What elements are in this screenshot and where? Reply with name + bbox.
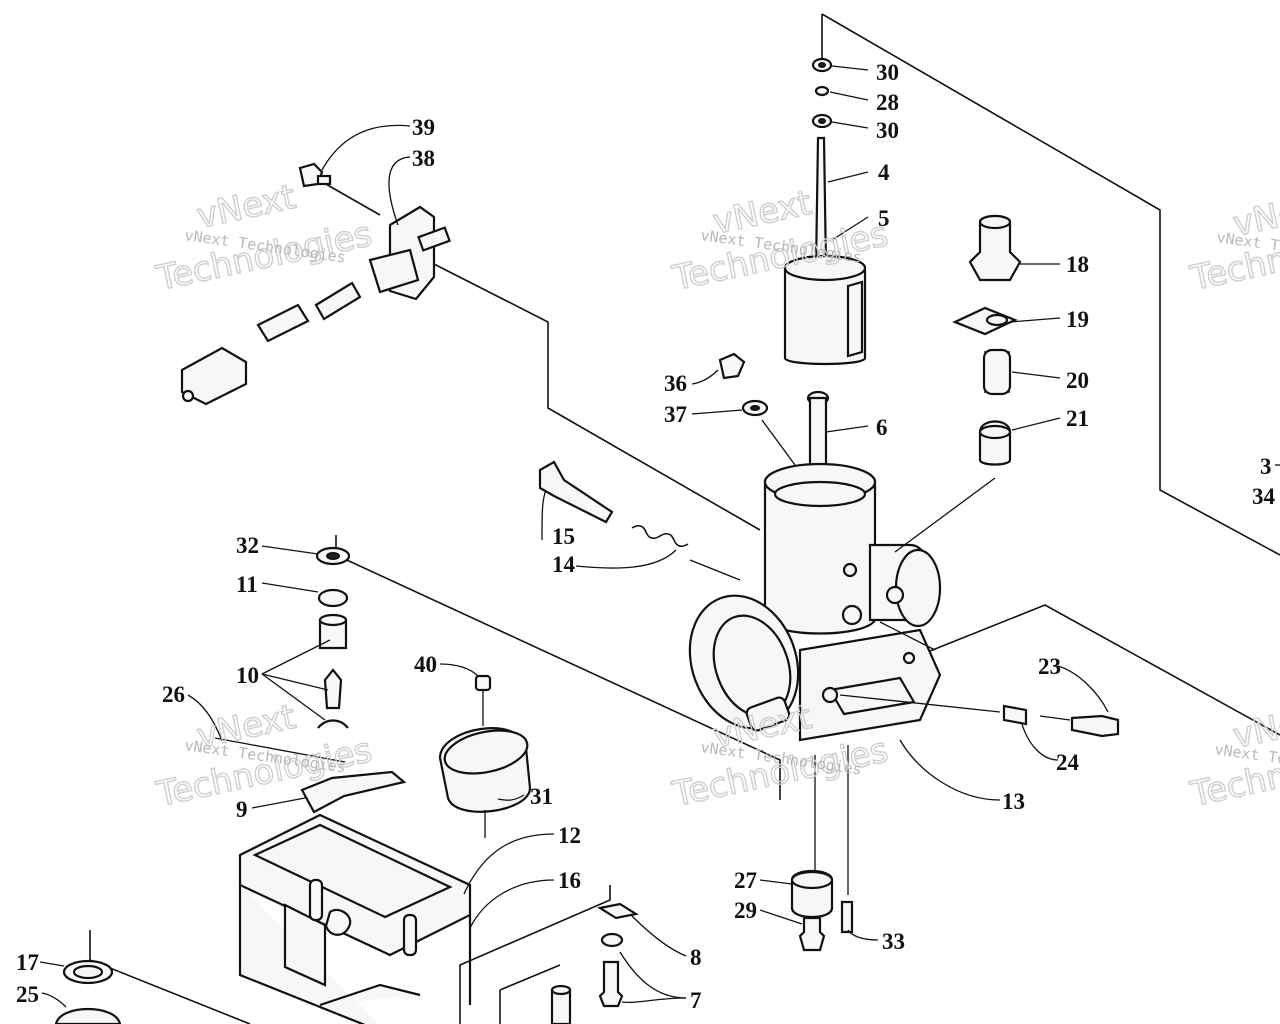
callout-16: 16 xyxy=(558,868,581,893)
callout-24: 24 xyxy=(1056,750,1080,775)
callout-25: 25 xyxy=(16,982,39,1007)
callout-13: 13 xyxy=(1002,789,1025,814)
callout-30-bottom: 30 xyxy=(876,118,899,143)
drain-plug-parts xyxy=(54,959,122,1024)
callout-18: 18 xyxy=(1066,252,1089,277)
callout-27: 27 xyxy=(734,868,757,893)
callout-30-top: 30 xyxy=(876,60,899,85)
callout-23: 23 xyxy=(1038,654,1061,679)
callout-39: 39 xyxy=(412,115,435,140)
float-assembly xyxy=(438,674,532,838)
callout-leaders xyxy=(39,65,1109,1008)
idle-screw-parts xyxy=(839,694,1120,738)
callout-33: 33 xyxy=(882,929,905,954)
watermark-big-top: vNext xyxy=(194,177,299,237)
carburetor-body xyxy=(688,462,996,742)
callout-40: 40 xyxy=(414,652,437,677)
callout-5: 5 xyxy=(878,206,890,231)
callout-4: 4 xyxy=(878,160,890,185)
drain-parts xyxy=(550,902,639,1024)
callout-37: 37 xyxy=(664,402,687,427)
parts-36-37 xyxy=(718,352,796,466)
callout-20: 20 xyxy=(1066,368,1089,393)
callout-31: 31 xyxy=(530,784,553,809)
callout-7: 7 xyxy=(690,988,702,1013)
float-arm xyxy=(300,770,407,814)
callout-12: 12 xyxy=(558,823,581,848)
callout-29: 29 xyxy=(734,898,757,923)
callout-28: 28 xyxy=(876,90,899,115)
callout-14: 14 xyxy=(552,552,576,577)
float-chamber-parts xyxy=(214,546,472,1024)
callout-15: 15 xyxy=(552,524,575,549)
throttle-switch-assembly xyxy=(180,162,451,406)
callout-17: 17 xyxy=(16,950,39,975)
float-valve-parts xyxy=(952,214,1022,466)
callout-10: 10 xyxy=(236,663,259,688)
callout-38: 38 xyxy=(412,146,435,171)
callout-labels: 39 38 30 28 30 4 5 6 18 19 20 21 36 37 1… xyxy=(16,60,1276,1013)
harness-connector xyxy=(180,346,248,406)
pilot-air-screw xyxy=(538,460,741,581)
callout-3: 3 xyxy=(1260,454,1272,479)
callout-36: 36 xyxy=(664,371,687,396)
main-jet-parts xyxy=(790,745,854,952)
callout-9: 9 xyxy=(236,797,248,822)
throttle-valve xyxy=(783,254,867,366)
callout-6: 6 xyxy=(876,415,888,440)
callout-21: 21 xyxy=(1066,406,1089,431)
needle-retainer-stack xyxy=(811,57,833,270)
callout-8: 8 xyxy=(690,945,702,970)
callout-26: 26 xyxy=(162,682,185,707)
callout-34: 34 xyxy=(1252,484,1276,509)
callout-19: 19 xyxy=(1066,307,1089,332)
callout-32: 32 xyxy=(236,533,259,558)
callout-11: 11 xyxy=(236,572,258,597)
